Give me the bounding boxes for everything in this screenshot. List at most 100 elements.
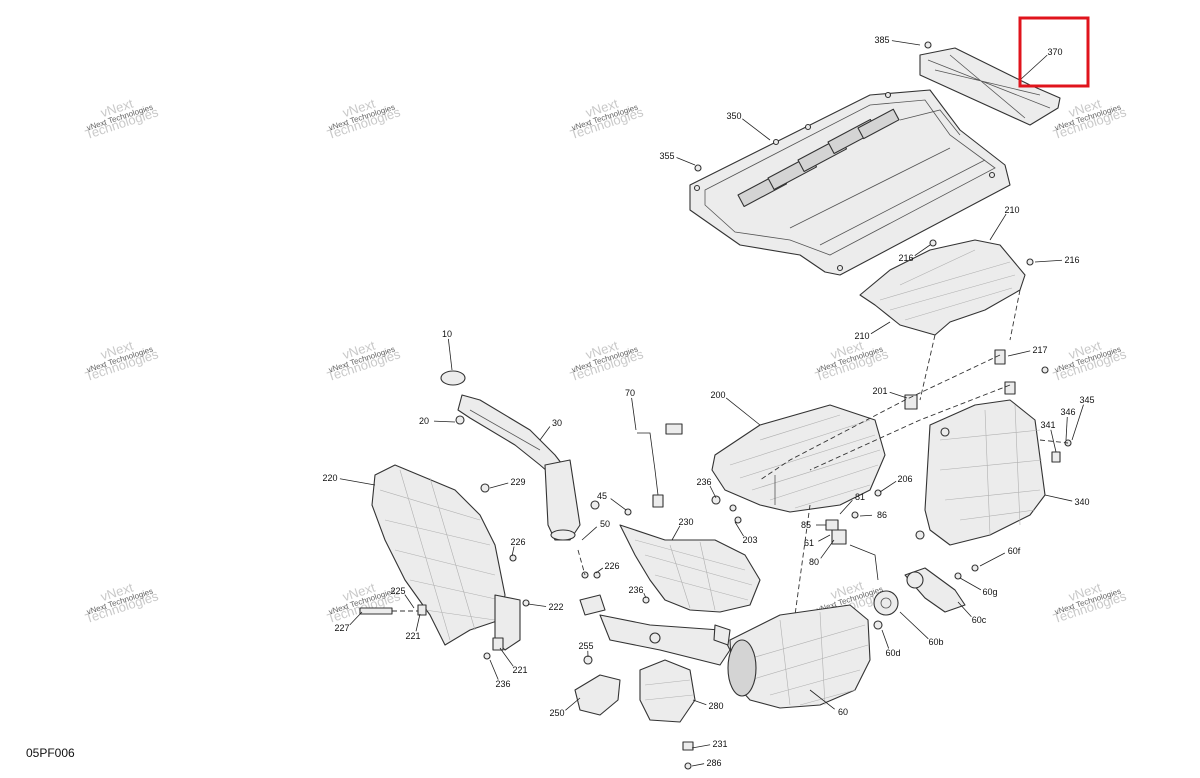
part-heat-shield-280 bbox=[639, 659, 696, 770]
leader-line bbox=[339, 478, 376, 486]
leader-line bbox=[643, 592, 647, 599]
callout-label-210: 210 bbox=[854, 331, 869, 341]
leader-line bbox=[1019, 54, 1048, 81]
callout-label-86: 86 bbox=[877, 510, 887, 520]
callout-label-340: 340 bbox=[1074, 497, 1089, 507]
leader-line bbox=[691, 744, 711, 749]
callout-label-60c: 60c bbox=[972, 615, 987, 625]
leader-line bbox=[989, 213, 1007, 241]
callout-label-60d: 60d bbox=[885, 648, 900, 658]
leader-line bbox=[979, 552, 1006, 567]
leader-line bbox=[1044, 494, 1073, 502]
callout-label-210: 210 bbox=[1004, 205, 1019, 215]
leader-line bbox=[891, 40, 921, 46]
leader-line bbox=[899, 611, 929, 640]
callout-label-60g: 60g bbox=[982, 587, 997, 597]
leader-line bbox=[725, 397, 761, 426]
fasteners bbox=[359, 164, 1072, 660]
callout-label-206: 206 bbox=[897, 474, 912, 484]
callout-label-50: 50 bbox=[600, 519, 610, 529]
leader-line bbox=[631, 397, 637, 431]
leader-line bbox=[349, 611, 363, 626]
part-heat-shield-220 bbox=[371, 464, 521, 651]
part-oxygen-sensor-70 bbox=[637, 423, 683, 508]
callout-label-60: 60 bbox=[838, 707, 848, 717]
leader-line bbox=[881, 629, 890, 649]
leader-line bbox=[595, 567, 604, 574]
leader-line bbox=[818, 534, 831, 542]
leader-line bbox=[859, 514, 873, 517]
leader-line bbox=[889, 391, 908, 399]
callout-label-345: 345 bbox=[1079, 395, 1094, 405]
leader-line bbox=[809, 689, 835, 710]
callout-label-236: 236 bbox=[628, 585, 643, 595]
callout-label-220: 220 bbox=[322, 473, 337, 483]
leader-line bbox=[1071, 404, 1084, 441]
callout-label-222: 222 bbox=[548, 602, 563, 612]
callout-label-286: 286 bbox=[706, 758, 721, 768]
callout-label-221: 221 bbox=[512, 665, 527, 675]
callout-label-350: 350 bbox=[726, 111, 741, 121]
leader-line bbox=[499, 647, 514, 667]
callout-label-216: 216 bbox=[898, 253, 913, 263]
callout-label-346: 346 bbox=[1060, 407, 1075, 417]
part-exhaust-pipe-30 bbox=[440, 370, 581, 541]
callout-label-81: 81 bbox=[855, 492, 865, 502]
leader-line bbox=[692, 699, 707, 706]
callout-label-225: 225 bbox=[390, 586, 405, 596]
callout-label-61: 61 bbox=[804, 538, 814, 548]
leader-line bbox=[691, 763, 705, 767]
callout-label-20: 20 bbox=[419, 416, 429, 426]
callout-label-341: 341 bbox=[1040, 420, 1055, 430]
callout-label-280: 280 bbox=[708, 701, 723, 711]
part-muffler-60 bbox=[599, 604, 871, 709]
leader-line bbox=[709, 485, 717, 499]
leader-line bbox=[610, 498, 627, 511]
figure-code: 05PF006 bbox=[26, 746, 75, 760]
callout-label-355: 355 bbox=[659, 151, 674, 161]
callout-label-250: 250 bbox=[549, 708, 564, 718]
callout-label-10: 10 bbox=[442, 329, 452, 339]
part-tailpipe-60b-60c bbox=[849, 544, 966, 630]
leader-line bbox=[839, 499, 853, 515]
callout-label-60b: 60b bbox=[928, 637, 943, 647]
part-heat-shield-210 bbox=[859, 239, 1034, 336]
callout-label-201: 201 bbox=[872, 386, 887, 396]
part-bracket-250 bbox=[574, 655, 621, 716]
leader-line bbox=[870, 321, 891, 335]
leader-line bbox=[676, 157, 696, 166]
callout-label-230: 230 bbox=[678, 517, 693, 527]
leader-line bbox=[581, 526, 598, 541]
leader-line bbox=[1065, 416, 1068, 441]
callout-label-229: 229 bbox=[510, 477, 525, 487]
part-heat-shield-340 bbox=[915, 399, 1046, 546]
leader-line bbox=[914, 244, 931, 256]
leader-line bbox=[742, 118, 771, 141]
callout-label-85: 85 bbox=[801, 520, 811, 530]
leader-line bbox=[671, 525, 681, 541]
leader-line bbox=[565, 697, 581, 711]
callout-label-226: 226 bbox=[604, 561, 619, 571]
leader-line bbox=[820, 539, 835, 559]
callout-label-255: 255 bbox=[578, 641, 593, 651]
leader-line bbox=[489, 482, 509, 489]
highlight-box-370 bbox=[1018, 16, 1090, 88]
leader-line bbox=[734, 521, 744, 537]
part-catalytic-converter-200 bbox=[711, 404, 886, 513]
callout-label-30: 30 bbox=[552, 418, 562, 428]
leader-line bbox=[489, 659, 499, 680]
leader-line bbox=[1050, 429, 1057, 453]
leader-line bbox=[511, 546, 515, 557]
